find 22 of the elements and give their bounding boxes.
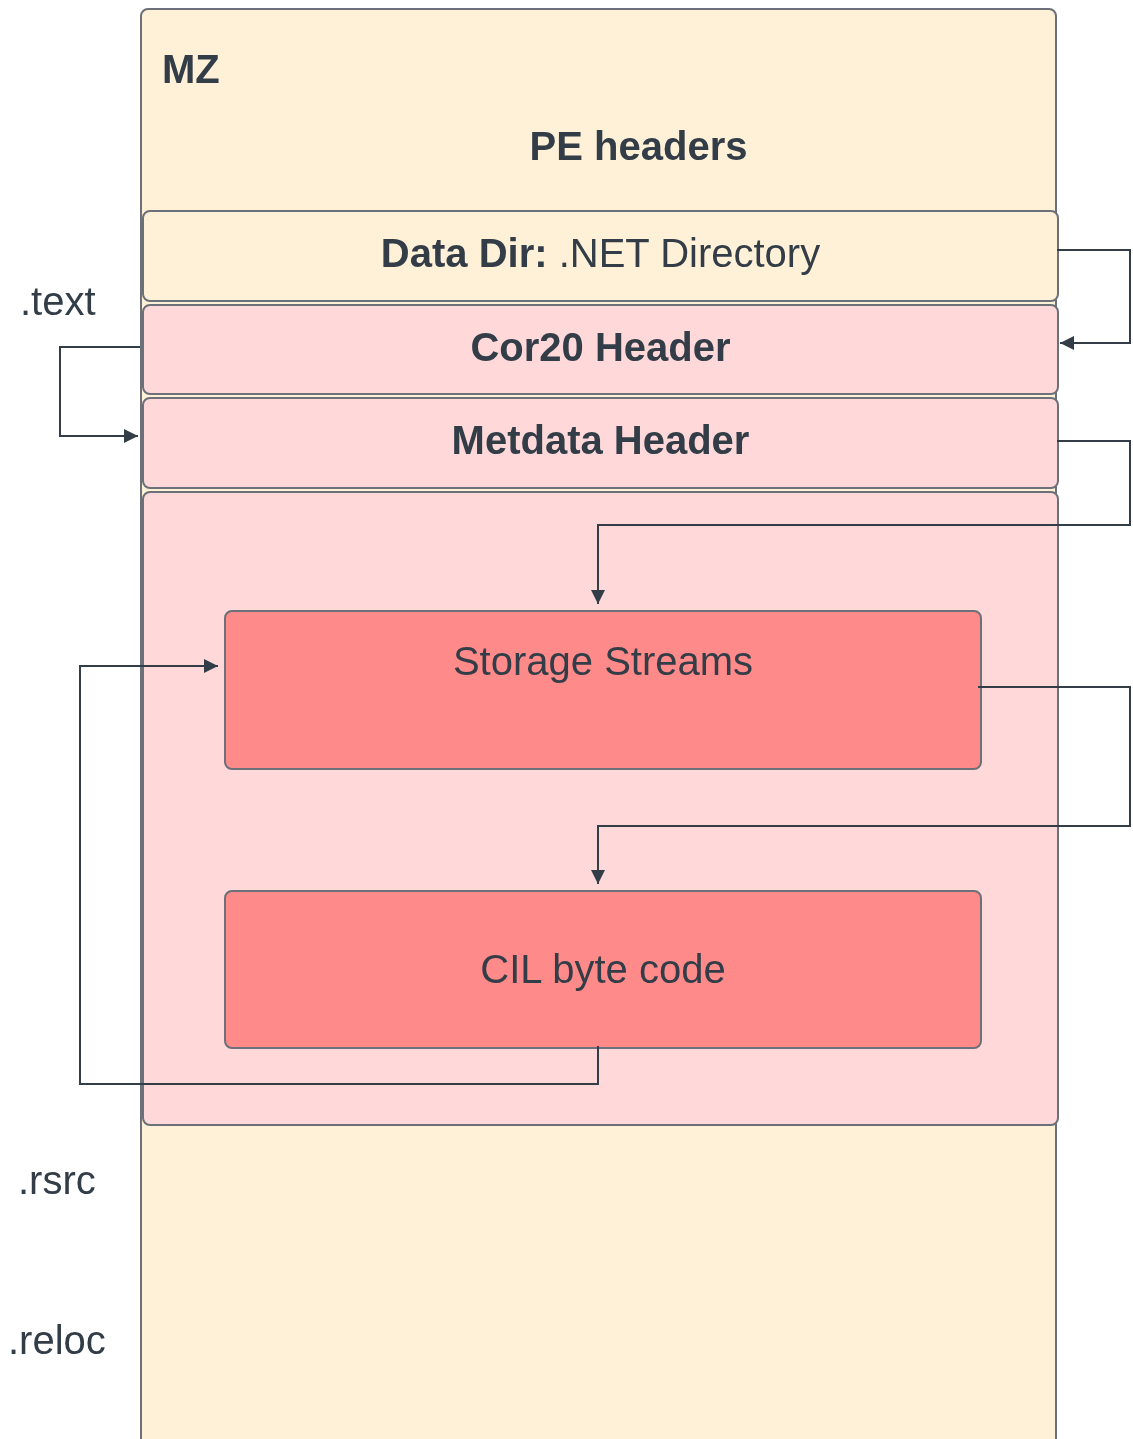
arrow — [591, 440, 1131, 605]
arrow — [591, 686, 1131, 885]
section-label: .text — [20, 278, 96, 324]
box-label: Cor20 Header — [469, 324, 732, 370]
box-label: Storage Streams — [451, 638, 755, 684]
box-label: CIL byte code — [479, 946, 727, 992]
header-title: PE headers — [528, 123, 749, 169]
header-box — [142, 304, 1059, 395]
section-label: .rsrc — [18, 1157, 96, 1203]
box-label: Metdata Header — [450, 417, 751, 463]
arrow — [59, 346, 141, 443]
section-label: .reloc — [8, 1317, 106, 1363]
header-box — [142, 210, 1059, 302]
section-box — [142, 491, 1059, 1126]
stream-box — [224, 610, 982, 770]
arrow — [79, 659, 599, 1085]
file-layout-box — [140, 8, 1057, 1439]
code-box — [224, 890, 982, 1049]
box-label: Data Dir: .NET Directory — [379, 230, 822, 276]
header-label: MZ — [162, 46, 220, 92]
arrow — [1056, 249, 1131, 350]
header-box — [142, 397, 1059, 489]
